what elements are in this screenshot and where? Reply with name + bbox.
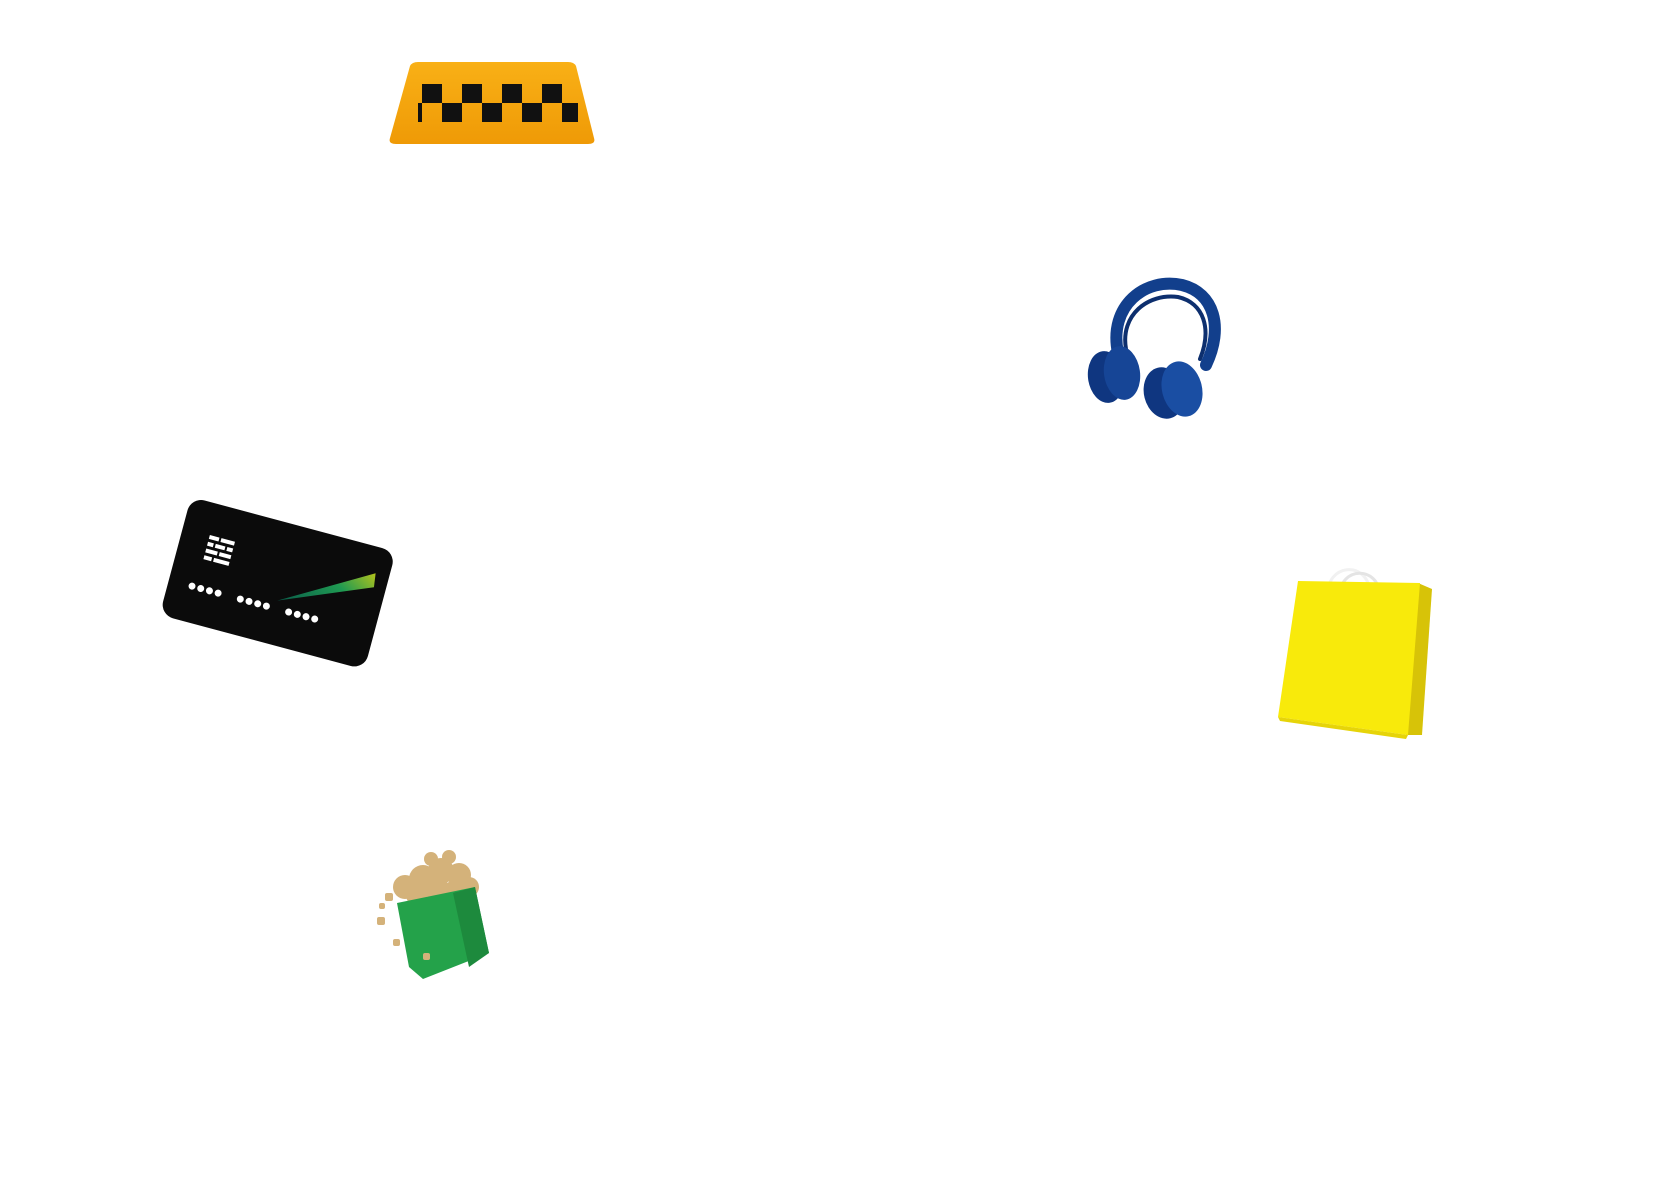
taxi-sign-icon	[389, 62, 595, 144]
shopping-bag-icon	[1278, 568, 1432, 739]
credit-card-icon	[162, 500, 393, 667]
headphones-icon	[1087, 277, 1221, 419]
popcorn-bucket-icon	[377, 850, 489, 979]
